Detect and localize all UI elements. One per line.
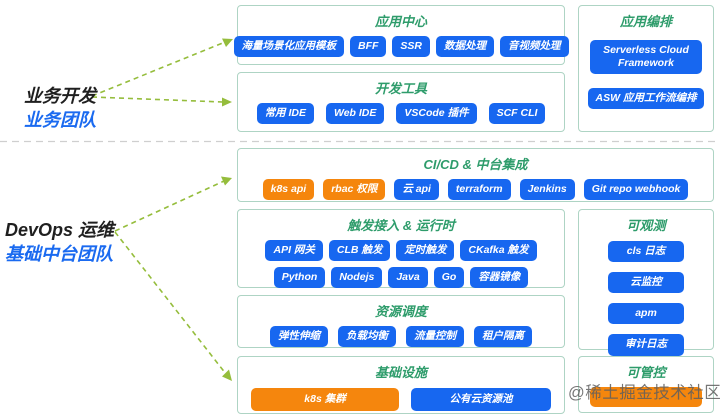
panel-infrastructure: 基础设施 k8s 集群 公有云资源池 bbox=[237, 356, 565, 414]
chip-timer-trigger: 定时触发 bbox=[396, 240, 455, 262]
chip-web-ide: Web IDE bbox=[325, 103, 385, 125]
chip-clb-trigger: CLB 触发 bbox=[328, 240, 391, 262]
arrow-business-to-dev-tools bbox=[91, 96, 224, 103]
chip-git-repo-webhook: Git repo webhook bbox=[583, 179, 689, 201]
panel-manageability: 可管控 bbox=[578, 356, 714, 413]
resource-buttons: 弹性伸缩 负载均衡 流量控制 租户隔离 bbox=[270, 326, 532, 348]
arrow-devops-to-infrastructure bbox=[114, 231, 227, 375]
chip-manageability-obscured bbox=[590, 387, 702, 407]
panel-title-trigger-runtime: 触发接入 & 运行时 bbox=[347, 218, 455, 233]
panel-app-orchestration: 应用编排 Serverless Cloud Framework ASW 应用工作… bbox=[578, 5, 714, 132]
trigger-row-1: API 网关 CLB 触发 定时触发 CKafka 触发 bbox=[265, 240, 537, 262]
manageability-buttons bbox=[590, 387, 702, 407]
arrowhead-infrastructure bbox=[222, 369, 232, 381]
cicd-buttons: k8s api rbac 权限 云 api terraform Jenkins … bbox=[262, 179, 689, 201]
chip-cls-log: cls 日志 bbox=[608, 241, 684, 263]
chip-common-ide: 常用 IDE bbox=[256, 103, 314, 125]
devops-team-label: 基础中台团队 bbox=[5, 244, 113, 265]
chip-rbac: rbac 权限 bbox=[323, 179, 386, 201]
panel-app-center: 应用中心 海量场景化应用模板 BFF SSR 数据处理 音视频处理 bbox=[233, 5, 569, 65]
chip-apm: apm bbox=[608, 303, 684, 325]
chip-public-cloud-pool: 公有云资源池 bbox=[411, 388, 551, 412]
chip-tenant-isolation: 租户隔离 bbox=[474, 326, 532, 348]
chip-av-processing: 音视频处理 bbox=[500, 36, 569, 58]
chip-serverless-cloud-framework: Serverless Cloud Framework bbox=[589, 40, 702, 75]
panel-title-app-center: 应用中心 bbox=[374, 14, 427, 29]
panel-title-resource-scheduling: 资源调度 bbox=[374, 304, 427, 319]
chip-flow-control: 流量控制 bbox=[406, 326, 464, 348]
dev-tools-buttons: 常用 IDE Web IDE VSCode 插件 SCF CLI bbox=[256, 103, 546, 125]
chip-jenkins: Jenkins bbox=[519, 179, 575, 201]
chip-java: Java bbox=[388, 267, 428, 289]
chip-data-processing: 数据处理 bbox=[436, 36, 495, 58]
app-center-buttons: 海量场景化应用模板 BFF SSR 数据处理 音视频处理 bbox=[233, 36, 569, 58]
label-devops-team: DevOps 运维 基础中台团队 bbox=[5, 218, 114, 267]
panel-observability: 可观测 cls 日志 云监控 apm 审计日志 bbox=[578, 209, 714, 356]
app-orchestration-buttons: Serverless Cloud Framework ASW 应用工作流编排 bbox=[587, 40, 705, 110]
chip-auto-scaling: 弹性伸缩 bbox=[270, 326, 328, 348]
chip-ckafka-trigger: CKafka 触发 bbox=[460, 240, 537, 262]
panel-title-app-orchestration: 应用编排 bbox=[619, 14, 672, 29]
observability-buttons: cls 日志 云监控 apm 审计日志 bbox=[608, 241, 684, 356]
panel-title-manageability: 可管控 bbox=[626, 365, 666, 380]
panel-dev-tools: 开发工具 常用 IDE Web IDE VSCode 插件 SCF CLI bbox=[237, 72, 565, 132]
chip-k8s-cluster: k8s 集群 bbox=[251, 388, 399, 412]
panel-title-cicd: CI/CD & 中台集成 bbox=[423, 157, 528, 172]
business-team-label: 业务团队 bbox=[24, 110, 96, 131]
panel-title-dev-tools: 开发工具 bbox=[374, 81, 427, 96]
arrow-devops-to-cicd bbox=[114, 180, 225, 232]
chip-ssr: SSR bbox=[392, 36, 431, 58]
devops-role-label: DevOps 运维 bbox=[5, 220, 115, 240]
panel-cicd: CI/CD & 中台集成 k8s api rbac 权限 云 api terra… bbox=[237, 148, 714, 202]
chip-nodejs: Nodejs bbox=[331, 267, 383, 289]
arrow-business-to-app-center bbox=[91, 41, 226, 97]
label-business-team: 业务开发 业务团队 bbox=[24, 84, 96, 133]
infrastructure-buttons: k8s 集群 公有云资源池 bbox=[251, 388, 551, 412]
chip-vscode-plugin: VSCode 插件 bbox=[396, 103, 477, 125]
arrowhead-app-center bbox=[222, 38, 233, 47]
chip-python: Python bbox=[273, 267, 326, 289]
chip-asw-workflow: ASW 应用工作流编排 bbox=[587, 88, 705, 110]
arrowhead-dev-tools bbox=[222, 97, 232, 107]
trigger-row-2: Python Nodejs Java Go 容器镜像 bbox=[273, 267, 529, 289]
chip-k8s-api: k8s api bbox=[262, 179, 315, 201]
panel-trigger-runtime: 触发接入 & 运行时 API 网关 CLB 触发 定时触发 CKafka 触发 … bbox=[237, 209, 565, 289]
chip-container-image: 容器镜像 bbox=[470, 267, 529, 289]
chip-go: Go bbox=[433, 267, 465, 289]
chip-bff: BFF bbox=[350, 36, 387, 58]
chip-scf-cli: SCF CLI bbox=[488, 103, 546, 125]
chip-load-balancing: 负载均衡 bbox=[338, 326, 396, 348]
business-role-label: 业务开发 bbox=[24, 86, 96, 106]
chip-cloud-monitor: 云监控 bbox=[608, 272, 684, 294]
chip-cloud-api: 云 api bbox=[394, 179, 439, 201]
panel-title-infrastructure: 基础设施 bbox=[374, 365, 427, 380]
chip-api-gateway: API 网关 bbox=[265, 240, 323, 262]
chip-terraform: terraform bbox=[447, 179, 511, 201]
chip-app-template: 海量场景化应用模板 bbox=[233, 36, 344, 58]
panel-title-observability: 可观测 bbox=[626, 218, 666, 233]
panel-resource-scheduling: 资源调度 弹性伸缩 负载均衡 流量控制 租户隔离 bbox=[237, 295, 565, 348]
watermark: @稀土掘金技术社区 bbox=[568, 384, 720, 402]
arrowhead-cicd bbox=[221, 176, 232, 186]
chip-audit-log: 审计日志 bbox=[608, 334, 684, 356]
